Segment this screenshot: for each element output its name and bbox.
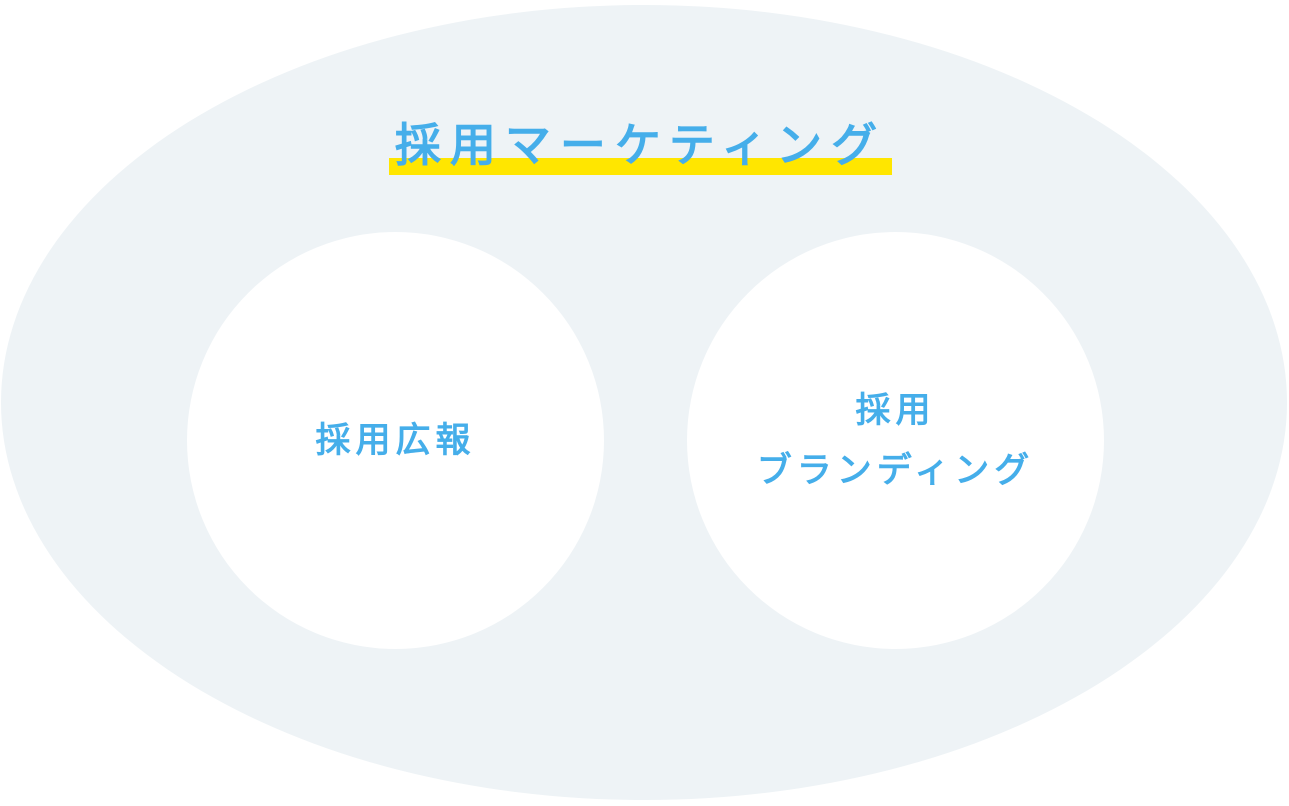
title-highlight-bar [389, 158, 892, 175]
circle-label-line-1: 採用 [855, 390, 936, 431]
circle-recruitment-branding: 採用 ブランディング [687, 232, 1104, 649]
circle-recruitment-pr: 採用広報 [187, 232, 604, 649]
title-text: 採用マーケティング [394, 118, 887, 172]
circle-label: 採用広報 [315, 420, 476, 461]
circle-label-line-2: ブランディング [756, 450, 1035, 491]
diagram-title: 採用マーケティング [389, 116, 892, 176]
